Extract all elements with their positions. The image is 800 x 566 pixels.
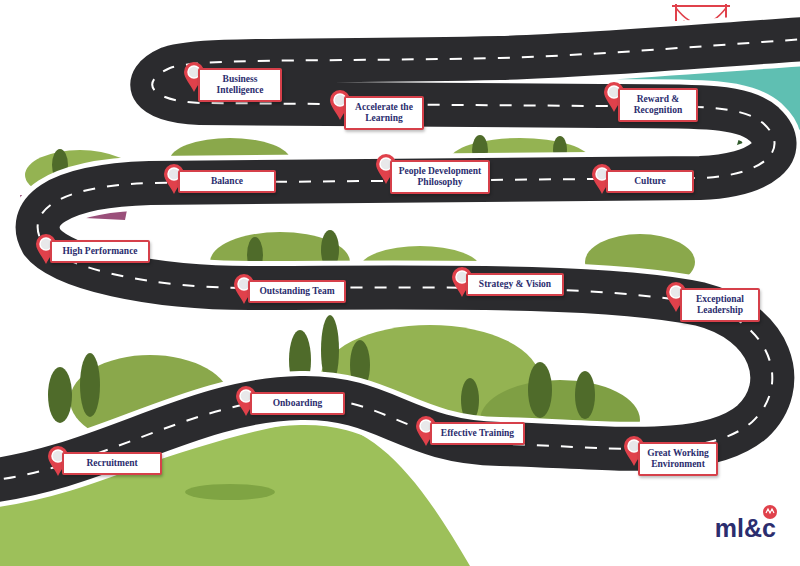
milestone-text: Onboarding	[258, 398, 337, 409]
road	[0, 38, 800, 482]
milestone-label: Strategy & Vision	[466, 273, 564, 296]
milestone-label: Outstanding Team	[248, 280, 346, 303]
milestone-text: Strategy & Vision	[474, 279, 556, 290]
milestone-label: Onboarding	[250, 392, 345, 415]
milestone-text: High Performance	[58, 246, 142, 257]
milestone-text: Exceptional Leadership	[688, 294, 752, 316]
milestone-label: Effective Training	[430, 422, 525, 445]
milestone-text: Recruitment	[70, 458, 154, 469]
milestone-label: Accelerate the Learning	[344, 96, 424, 130]
milestone-text: Culture	[614, 176, 686, 187]
milestone-text: Outstanding Team	[256, 286, 338, 297]
milestone-label: People Development Philosophy	[390, 160, 490, 194]
milestone-label: High Performance	[50, 240, 150, 263]
milestone-label: Balance	[178, 170, 276, 193]
milestone-text: Effective Training	[438, 428, 517, 439]
milestone-label: Business Intelligence	[198, 68, 282, 102]
milestone-label: Exceptional Leadership	[680, 288, 760, 322]
milestone-text: Great Working Environment	[646, 448, 710, 470]
milestone-text: Accelerate the Learning	[352, 102, 416, 124]
milestone-label: Culture	[606, 170, 694, 193]
milestone-label: Great Working Environment	[638, 442, 718, 476]
milestone-text: Reward & Recognition	[626, 94, 690, 116]
milestone-text: Balance	[186, 176, 268, 187]
brand-logo: ml&c	[715, 516, 776, 541]
milestone-label: Recruitment	[62, 452, 162, 475]
milestone-label: Reward & Recognition	[618, 88, 698, 122]
milestone-text: Business Intelligence	[206, 74, 274, 96]
milestone-text: People Development Philosophy	[398, 166, 482, 188]
